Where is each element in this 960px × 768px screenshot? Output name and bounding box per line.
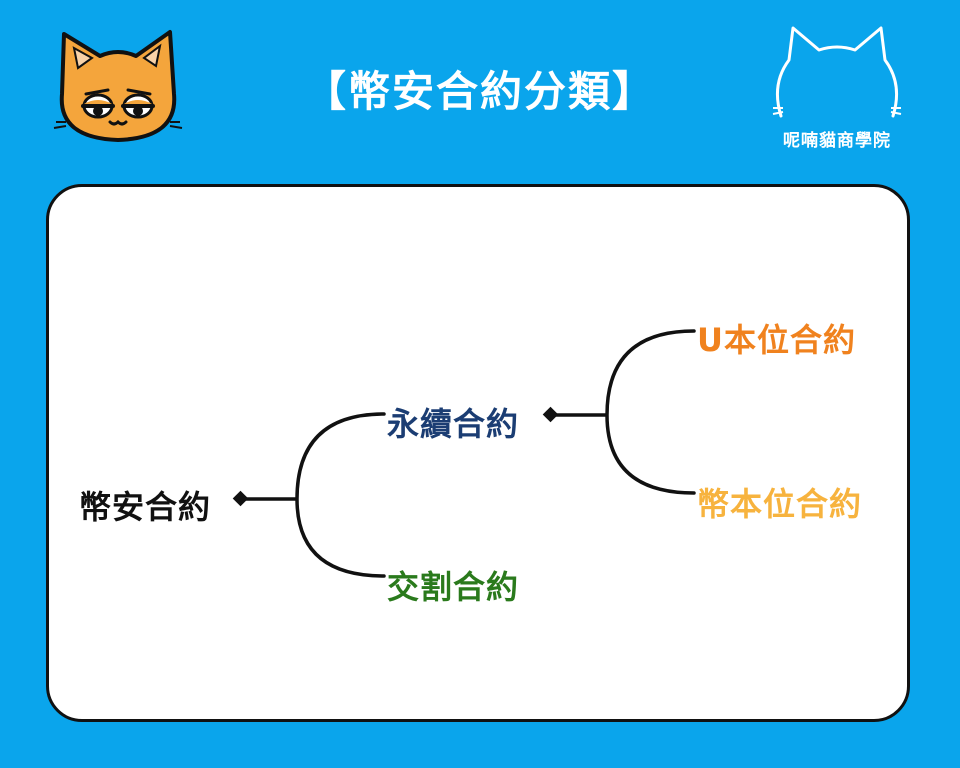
brand-logo: 呢喃貓商學院 xyxy=(762,24,912,151)
tree-connectors xyxy=(232,329,696,578)
cat-outline-logo-icon xyxy=(772,26,902,118)
node-root: 幣安合約 xyxy=(79,488,212,526)
perpetual-node-marker xyxy=(542,406,559,423)
brand-name: 呢喃貓商學院 xyxy=(783,131,891,151)
cat-mascot-icon xyxy=(48,22,188,148)
diagram-card: 幣安合約 永續合約 交割合約 U本位合約 幣本位合約 xyxy=(46,184,910,722)
node-usdt-margined: U本位合約 xyxy=(697,321,856,359)
node-perpetual: 永續合約 xyxy=(387,405,520,443)
node-coin-margined: 幣本位合約 xyxy=(697,485,863,523)
root-node-marker xyxy=(232,490,249,507)
page-title: 【幣安合約分類】 xyxy=(303,67,656,116)
node-delivery: 交割合約 xyxy=(387,568,520,606)
